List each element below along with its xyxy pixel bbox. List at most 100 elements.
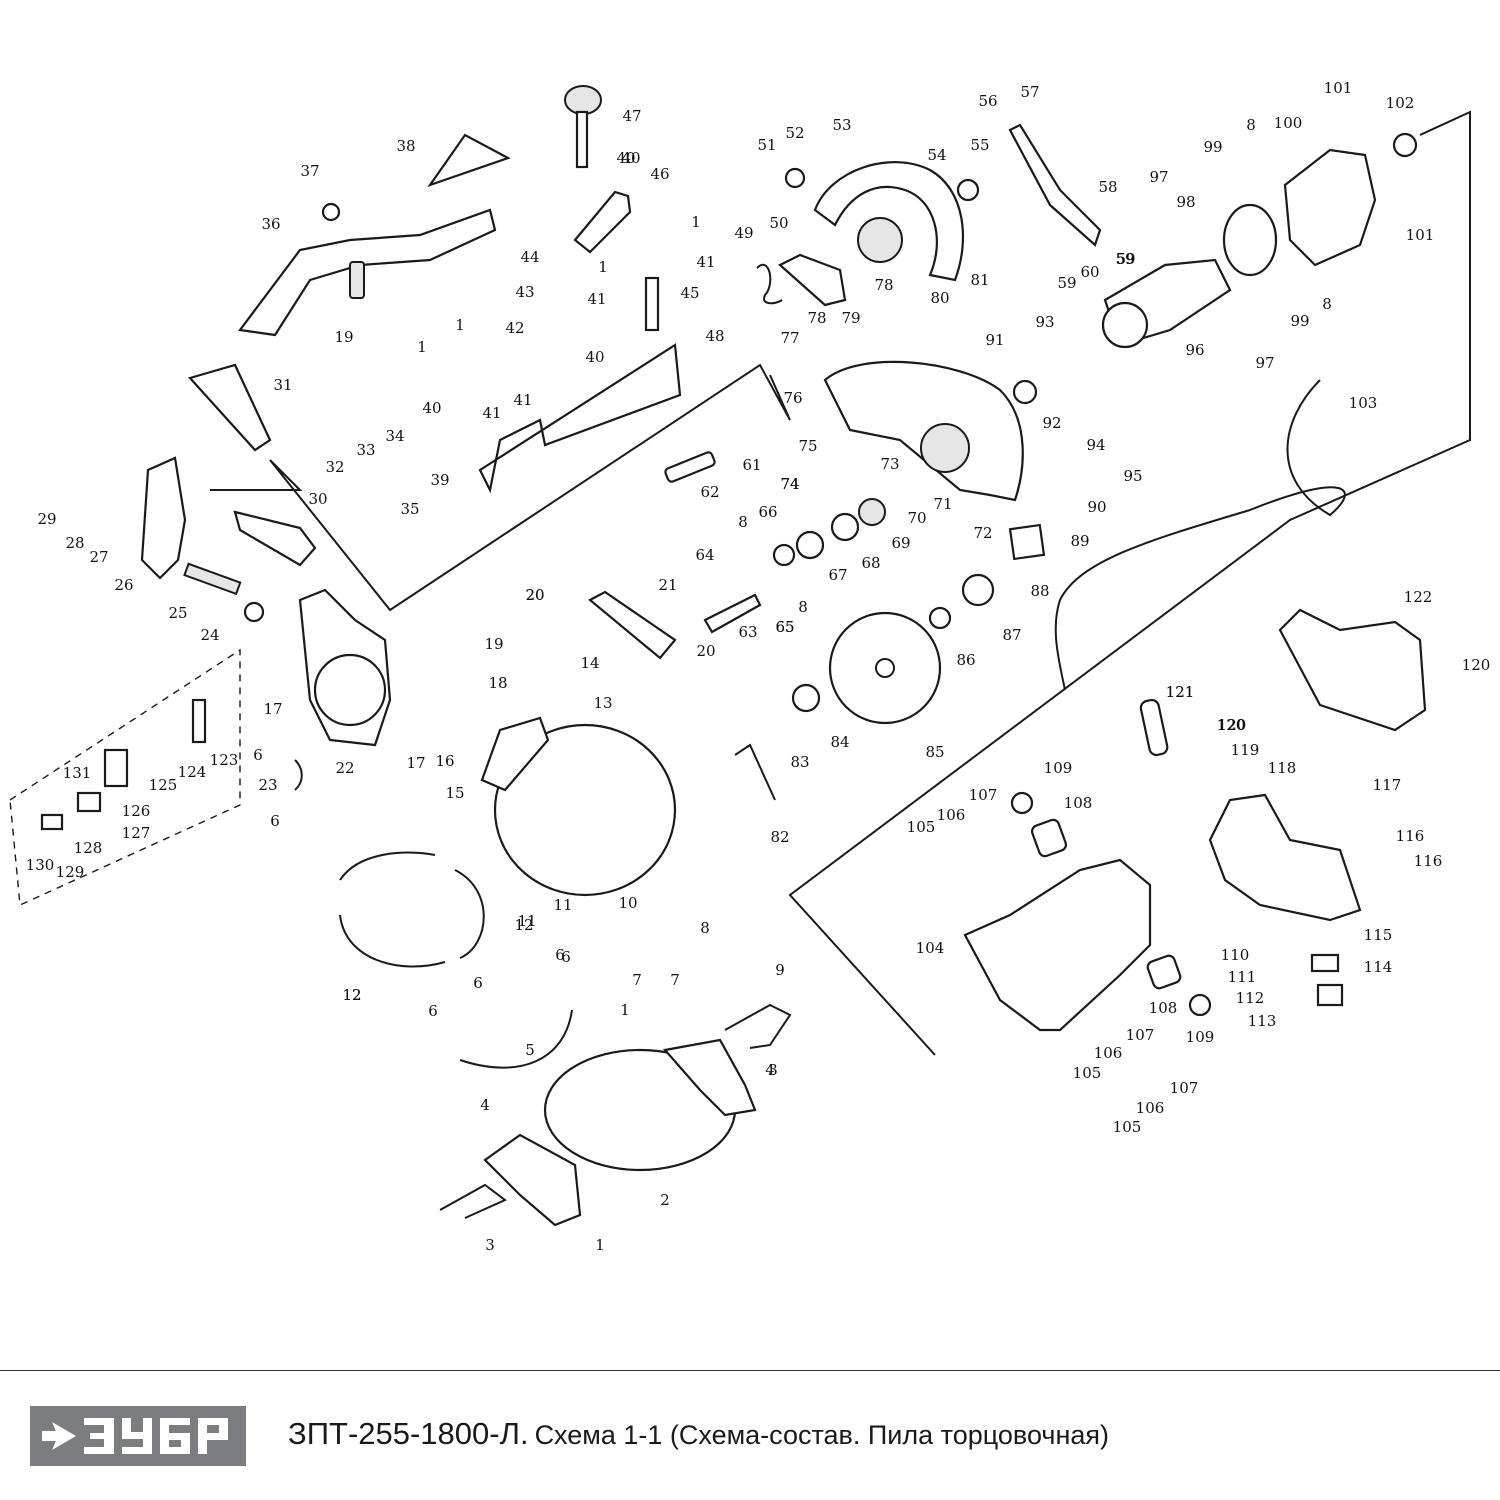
callout-label: 106 [937, 806, 966, 824]
callout-label: 32 [325, 458, 344, 476]
callout-label: 116 [1396, 827, 1425, 845]
part-67 [795, 530, 825, 560]
callout-label: 20 [525, 586, 544, 604]
callout-label: 130 [26, 856, 55, 874]
callout-label: 86 [956, 651, 975, 669]
callout-label: 12 [342, 986, 361, 1004]
part-102 [1392, 132, 1418, 158]
callout-label: 53 [832, 116, 851, 134]
callout-label: 69 [891, 534, 910, 552]
part-45 [644, 276, 660, 332]
callout-label: 82 [770, 828, 789, 846]
part-128 [76, 791, 102, 813]
callout-label: 18 [488, 674, 507, 692]
part-56 [1008, 123, 1102, 247]
part-103-cord [1054, 379, 1346, 691]
callout-label: 93 [1035, 313, 1054, 331]
callout-label: 21 [658, 576, 677, 594]
callout-label: 52 [785, 124, 804, 142]
section-divider-right [788, 110, 1471, 1056]
callout-label: 3 [485, 1236, 495, 1254]
callout-label: 89 [1070, 532, 1089, 550]
callout-label: 8 [798, 598, 808, 616]
part-49-spring [756, 264, 783, 305]
callout-label: 33 [356, 441, 375, 459]
callout-label: 12 [514, 916, 533, 934]
part-37 [321, 202, 341, 222]
callout-label: 126 [122, 802, 151, 820]
callout-label: 107 [1126, 1026, 1155, 1044]
callout-label: 61 [742, 456, 761, 474]
callout-label: 114 [1364, 958, 1393, 976]
callout-label: 78 [807, 309, 826, 327]
callout-label: 120 [1462, 656, 1491, 674]
callout-label: 20 [696, 642, 715, 660]
part-109 [1010, 791, 1034, 815]
part-82 [734, 743, 776, 801]
part-30 [233, 510, 317, 567]
callout-label: 41 [482, 404, 501, 422]
callout-label: 8 [738, 513, 748, 531]
callout-label: 4 [765, 1061, 775, 1079]
callout-label: 66 [758, 503, 777, 521]
callout-label: 9 [775, 961, 785, 979]
callout-label: 98 [1176, 193, 1195, 211]
callout-label: 105 [907, 818, 936, 836]
callout-label: 124 [178, 763, 207, 781]
callout-label: 120 [1217, 716, 1246, 734]
section-divider-left [210, 363, 791, 612]
callout-label: 76 [783, 389, 802, 407]
callout-label: 29 [37, 510, 56, 528]
callout-label: 118 [1268, 759, 1297, 777]
callout-label: 26 [114, 576, 133, 594]
part-85 [828, 611, 942, 725]
callout-label: 40 [621, 149, 640, 167]
part-126 [103, 748, 129, 788]
callout-label: 38 [396, 137, 415, 155]
callout-label: 1 [691, 213, 701, 231]
callout-label: 95 [1123, 467, 1142, 485]
callout-label: 96 [1185, 341, 1204, 359]
callout-label: 44 [520, 248, 539, 266]
callout-label: 7 [632, 971, 642, 989]
callout-label: 30 [308, 490, 327, 508]
callout-label: 91 [985, 331, 1004, 349]
callout-label: 55 [970, 136, 989, 154]
callout-label: 41 [696, 253, 715, 271]
callout-label: 43 [515, 283, 534, 301]
callout-label: 40 [422, 399, 441, 417]
callout-label: 47 [622, 107, 641, 125]
callout-label: 77 [780, 329, 799, 347]
callout-label: 28 [65, 534, 84, 552]
part-114 [1316, 983, 1344, 1007]
part-22-disc [313, 653, 387, 727]
callout-label: 6 [428, 1002, 438, 1020]
callout-label: 63 [738, 623, 757, 641]
part-31 [188, 363, 272, 452]
callout-label: 35 [400, 500, 419, 518]
callout-label: 123 [210, 751, 239, 769]
callout-label: 31 [273, 376, 292, 394]
callout-label: 51 [757, 136, 776, 154]
part-100 [1283, 148, 1377, 267]
callout-label: 6 [561, 948, 571, 966]
part-118 [1208, 793, 1362, 922]
part-25 [183, 562, 242, 596]
part-87 [961, 573, 995, 607]
callout-label: 99 [1203, 138, 1222, 156]
callout-label: 74 [780, 475, 799, 493]
callout-label: 104 [916, 939, 945, 957]
callout-label: 1 [598, 258, 608, 276]
callout-label: 110 [1221, 946, 1250, 964]
callout-label: 15 [445, 784, 464, 802]
part-86 [928, 606, 952, 630]
callout-label: 101 [1324, 79, 1353, 97]
part-12-ring-2 [454, 869, 485, 959]
callout-label: 113 [1248, 1012, 1277, 1030]
callout-label: 54 [927, 146, 946, 164]
callout-label: 129 [56, 863, 85, 881]
callout-label: 112 [1236, 989, 1265, 1007]
part-109-b [1188, 993, 1212, 1017]
callout-label: 6 [270, 812, 280, 830]
callout-label: 5 [525, 1041, 535, 1059]
